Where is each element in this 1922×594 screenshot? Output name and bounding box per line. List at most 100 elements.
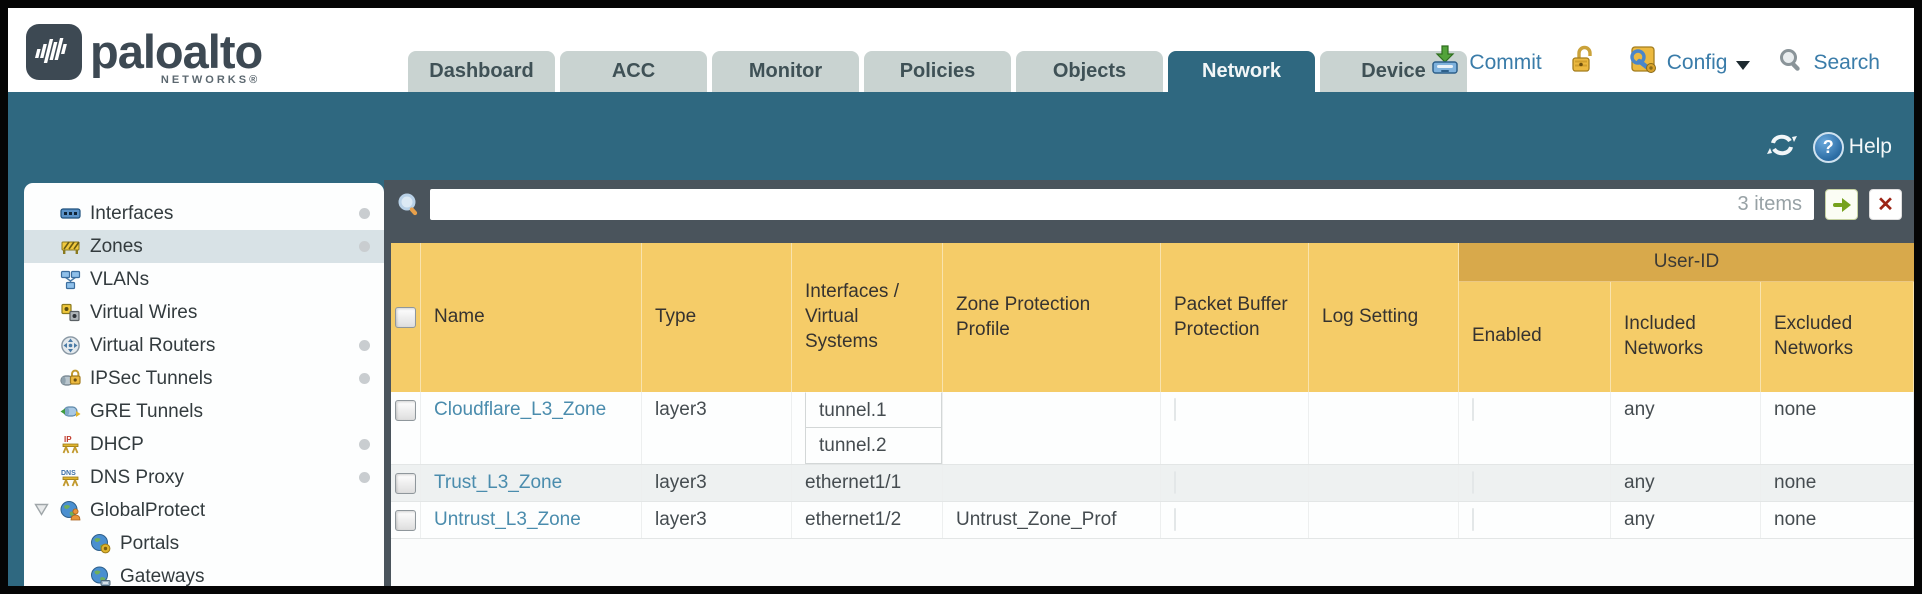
- content-area: Interfaces Zones: [8, 180, 1914, 586]
- config-dropdown-caret[interactable]: [1736, 60, 1751, 70]
- sidebar-item-label: DNS Proxy: [90, 466, 184, 488]
- column-header-interfaces[interactable]: Interfaces / Virtual Systems: [792, 243, 943, 392]
- sidebar-item-label: Zones: [90, 235, 143, 257]
- zone-name-link[interactable]: Cloudflare_L3_Zone: [434, 399, 607, 420]
- sidebar-item-zones[interactable]: Zones: [24, 230, 384, 263]
- interfaces-cell: ethernet1/1: [792, 465, 943, 501]
- help-label: Help: [1848, 135, 1892, 158]
- help-icon: ?: [1812, 131, 1844, 163]
- lock-icon[interactable]: [1570, 45, 1596, 81]
- gre-tunnels-icon: [60, 406, 81, 417]
- sidebar-item-label: GRE Tunnels: [90, 400, 203, 422]
- zones-icon: [61, 241, 80, 254]
- sidebar-item-dhcp[interactable]: IP DHCP: [24, 428, 384, 461]
- column-header-included-networks[interactable]: Included Networks: [1611, 243, 1761, 392]
- svg-text:IP: IP: [64, 435, 72, 444]
- config-icon: [1626, 45, 1658, 81]
- vlans-icon: [60, 270, 81, 290]
- apply-filter-button[interactable]: [1825, 189, 1858, 220]
- commit-icon: [1430, 44, 1460, 82]
- sidebar-item-label: IPSec Tunnels: [90, 367, 213, 389]
- tab-dashboard[interactable]: Dashboard: [408, 51, 555, 92]
- green-arrow-icon: [1832, 197, 1851, 212]
- column-header-name[interactable]: Name: [421, 243, 642, 392]
- sidebar-item-gre-tunnels[interactable]: GRE Tunnels: [24, 395, 384, 428]
- column-header-zone-protection-profile[interactable]: Zone Protection Profile: [943, 243, 1161, 392]
- filter-toolbar: 3 items ✕: [391, 180, 1914, 243]
- included-networks-cell: any: [1611, 502, 1761, 538]
- zone-name-link[interactable]: Untrust_L3_Zone: [434, 509, 581, 530]
- network-sidebar: Interfaces Zones: [24, 183, 384, 586]
- commit-button[interactable]: Commit: [1469, 51, 1542, 74]
- sidebar-item-label: VLANs: [90, 268, 150, 290]
- main-panel: 3 items ✕ User-ID: [391, 180, 1914, 586]
- user-id-enabled-checkbox[interactable]: [1472, 471, 1474, 494]
- tab-objects[interactable]: Objects: [1016, 51, 1163, 92]
- item-dot: [359, 208, 370, 219]
- interface-entry: tunnel.2: [805, 428, 942, 464]
- top-action-bar: Commit: [1430, 44, 1880, 82]
- dhcp-icon: IP: [62, 435, 79, 454]
- sidebar-item-label: DHCP: [90, 433, 144, 455]
- table-row: Cloudflare_L3_Zone layer3 tunnel.1 tunne…: [391, 392, 1914, 465]
- items-count: 3 items: [1737, 193, 1802, 215]
- item-dot: [359, 373, 370, 384]
- filter-search-icon: [396, 192, 423, 224]
- filter-input-wrap: 3 items: [430, 189, 1814, 220]
- column-header-type[interactable]: Type: [642, 243, 792, 392]
- svg-text:DNS: DNS: [61, 470, 76, 477]
- column-header-log-setting[interactable]: Log Setting: [1309, 243, 1459, 392]
- gateways-icon: [91, 566, 111, 586]
- brand-name: paloalto: [90, 25, 263, 78]
- clear-filter-button[interactable]: ✕: [1869, 189, 1902, 220]
- main-nav-tabs: Dashboard ACC Monitor Policies Objects N…: [408, 51, 1467, 92]
- sidebar-item-virtual-routers[interactable]: Virtual Routers: [24, 329, 384, 362]
- tab-monitor[interactable]: Monitor: [712, 51, 859, 92]
- interfaces-cell: tunnel.1 tunnel.2: [792, 392, 943, 464]
- item-dot: [359, 472, 370, 483]
- user-id-enabled-checkbox[interactable]: [1472, 398, 1474, 421]
- filter-input[interactable]: [430, 191, 1738, 218]
- tab-network[interactable]: Network: [1168, 51, 1315, 92]
- column-header-packet-buffer-protection[interactable]: Packet Buffer Protection: [1161, 243, 1309, 392]
- zone-protection-profile-cell: Untrust_Zone_Prof: [943, 502, 1161, 538]
- clear-x-icon: ✕: [1877, 194, 1894, 216]
- zone-name-link[interactable]: Trust_L3_Zone: [434, 472, 563, 493]
- sidebar-item-label: Gateways: [120, 565, 205, 587]
- sidebar-item-label: Portals: [120, 532, 180, 554]
- zone-protection-profile-cell: [943, 465, 1161, 501]
- sidebar-item-gateways[interactable]: Gateways: [24, 560, 384, 586]
- row-checkbox[interactable]: [395, 510, 416, 531]
- help-button[interactable]: ? Help: [1812, 131, 1892, 163]
- user-id-enabled-checkbox[interactable]: [1472, 508, 1474, 531]
- sidebar-item-dns-proxy[interactable]: DNS DNS Proxy: [24, 461, 384, 494]
- sidebar-item-portals[interactable]: Portals: [24, 527, 384, 560]
- select-all-checkbox[interactable]: [395, 307, 416, 328]
- sidebar-item-interfaces[interactable]: Interfaces: [24, 197, 384, 230]
- sidebar-item-label: Virtual Routers: [90, 334, 216, 356]
- teal-header-band: ? Help: [8, 92, 1914, 180]
- packet-buffer-protection-checkbox[interactable]: [1174, 508, 1176, 531]
- zone-type-cell: layer3: [642, 392, 792, 464]
- refresh-icon[interactable]: [1765, 131, 1799, 164]
- expander-triangle-icon[interactable]: [34, 503, 49, 521]
- config-button[interactable]: Config: [1666, 51, 1728, 74]
- sidebar-item-globalprotect[interactable]: GlobalProtect: [24, 494, 384, 527]
- globalprotect-icon: [60, 501, 81, 521]
- tab-acc[interactable]: ACC: [560, 51, 707, 92]
- sidebar-item-ipsec-tunnels[interactable]: IPSec Tunnels: [24, 362, 384, 395]
- packet-buffer-protection-checkbox[interactable]: [1174, 398, 1176, 421]
- interfaces-cell: ethernet1/2: [792, 502, 943, 538]
- sidebar-item-vlans[interactable]: VLANs: [24, 263, 384, 296]
- column-header-enabled[interactable]: Enabled: [1459, 243, 1611, 392]
- tab-policies[interactable]: Policies: [864, 51, 1011, 92]
- sidebar-item-virtual-wires[interactable]: Virtual Wires: [24, 296, 384, 329]
- row-checkbox[interactable]: [395, 400, 416, 421]
- row-checkbox[interactable]: [395, 473, 416, 494]
- excluded-networks-cell: none: [1761, 465, 1914, 501]
- panel-divider: [384, 180, 391, 586]
- packet-buffer-protection-checkbox[interactable]: [1174, 471, 1176, 494]
- virtual-routers-icon: [61, 336, 80, 355]
- global-search-button[interactable]: Search: [1813, 51, 1880, 74]
- column-header-excluded-networks[interactable]: Excluded Networks: [1761, 243, 1914, 392]
